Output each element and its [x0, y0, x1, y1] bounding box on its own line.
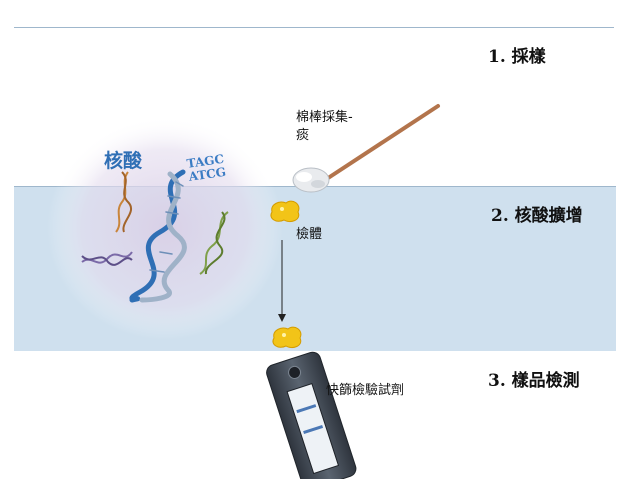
- swab-label: 棉棒採集- 痰: [296, 109, 353, 145]
- step-3-label: 3. 樣品檢測: [488, 366, 580, 391]
- test-kit-label: 快篩檢驗試劑: [326, 382, 404, 400]
- specimen-blob-top: [271, 201, 299, 221]
- step-1-label: 1. 採樣: [488, 42, 546, 67]
- nucleic-acid-label: 核酸: [104, 146, 142, 173]
- specimen-blob-bottom: [273, 327, 301, 347]
- step-2-label: 2. 核酸擴增: [491, 201, 583, 226]
- rapid-test-kit: [265, 350, 358, 479]
- specimen-label: 檢體: [296, 226, 322, 244]
- swab-cotton-head: [293, 168, 329, 192]
